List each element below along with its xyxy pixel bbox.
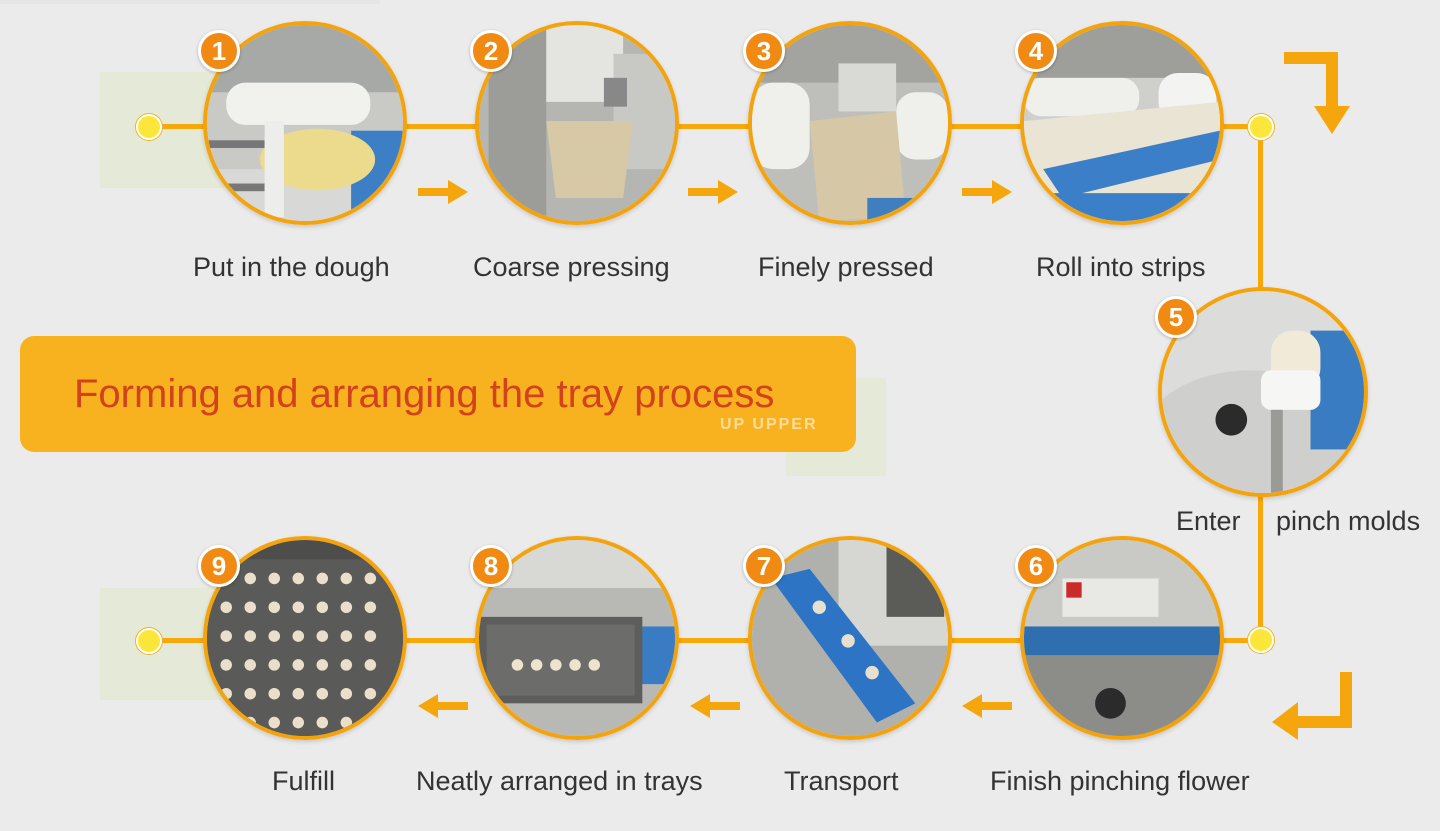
step-label: Finely pressed	[758, 252, 934, 282]
arrow-turn-left-icon	[1272, 672, 1352, 740]
step-label: Put in the dough	[193, 252, 390, 282]
step-number-badge: 6	[1015, 545, 1057, 587]
step-8-photo	[475, 536, 679, 740]
step-7-photo	[748, 536, 952, 740]
arrow-left-icon	[418, 694, 468, 718]
step-number-badge: 7	[743, 545, 785, 587]
arrow-right-icon	[962, 180, 1012, 204]
step-label-right: pinch molds	[1276, 506, 1421, 536]
step-number-badge: 4	[1015, 30, 1057, 72]
step-label: Coarse pressing	[473, 252, 670, 282]
connector-top	[150, 124, 1262, 129]
arrow-right-icon	[688, 180, 738, 204]
step-label: Fulfill	[272, 766, 336, 796]
step-number-badge: 5	[1155, 296, 1197, 338]
dot-start	[136, 114, 162, 140]
step-number-badge: 3	[743, 30, 785, 72]
connector-bottom	[150, 638, 1262, 643]
step-2-photo	[475, 21, 679, 225]
arrow-turn-down-icon	[1284, 52, 1350, 134]
arrow-left-icon	[690, 694, 740, 718]
step-number-badge: 8	[470, 545, 512, 587]
step-label: Neatly arranged in trays	[416, 766, 703, 796]
step-5-photo	[1158, 287, 1368, 497]
step-1-photo	[203, 21, 407, 225]
step-number-badge: 1	[198, 30, 240, 72]
step-label: Transport	[784, 766, 899, 796]
step-4-photo	[1020, 21, 1224, 225]
dot-end	[136, 628, 162, 654]
arrow-right-icon	[418, 180, 468, 204]
page-title: Forming and arranging the tray process	[74, 372, 775, 416]
step-label: Roll into strips	[1036, 252, 1206, 282]
dot-top-right	[1248, 114, 1274, 140]
step-9-photo	[203, 536, 407, 740]
brand-watermark: UP UPPER	[720, 416, 818, 433]
title-banner: Forming and arranging the tray process U…	[20, 336, 856, 452]
arrow-left-icon	[962, 694, 1012, 718]
dot-bottom-right	[1248, 627, 1274, 653]
step-number-badge: 9	[198, 545, 240, 587]
step-label-left: Enter	[1176, 506, 1241, 536]
step-label: Finish pinching flower	[990, 766, 1250, 796]
step-number-badge: 2	[470, 30, 512, 72]
step-3-photo	[748, 21, 952, 225]
top-strip	[0, 0, 380, 4]
